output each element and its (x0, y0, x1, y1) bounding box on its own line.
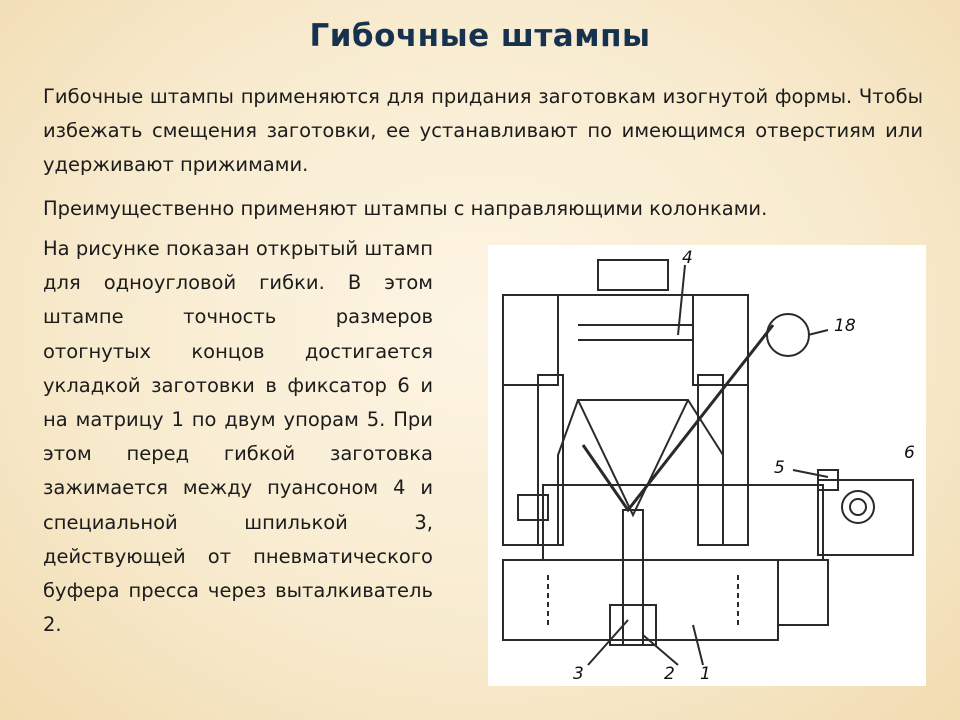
intro-paragraph: Гибочные штампы применяются для придания… (43, 85, 923, 176)
label-4: 4 (682, 248, 693, 268)
figure-description-paragraph: На рисунке показан открытый штамп для од… (43, 237, 433, 637)
ejector-2 (622, 509, 644, 646)
label-5: 5 (774, 458, 785, 478)
bending-die-drawing: 4 18 5 6 3 2 1 (488, 245, 926, 686)
punch (577, 399, 689, 518)
label-1: 1 (700, 664, 711, 684)
guide-columns-paragraph: Преимущественно применяют штампы с напра… (43, 197, 768, 220)
label-18: 18 (834, 316, 856, 336)
fixator-6 (817, 479, 914, 556)
base-plate (502, 559, 779, 641)
upper-right-block (692, 294, 749, 386)
slide-title: Гибочные штампы (309, 18, 651, 54)
left-stop (517, 494, 549, 521)
pin-3 (609, 604, 657, 646)
guide-column-left (537, 374, 564, 546)
upper-left-block (502, 294, 559, 386)
punch-cap (597, 259, 669, 291)
fixator-ring (841, 490, 875, 524)
label-3: 3 (573, 664, 584, 684)
guide-column-right (697, 374, 724, 546)
workpiece (581, 324, 775, 513)
label-2: 2 (664, 664, 675, 684)
stop-5 (817, 469, 839, 491)
die-schematic-svg: 4 18 5 6 3 2 1 (502, 248, 915, 684)
die-matrix (542, 484, 824, 561)
label-6: 6 (904, 443, 915, 463)
ball-18 (766, 313, 810, 357)
